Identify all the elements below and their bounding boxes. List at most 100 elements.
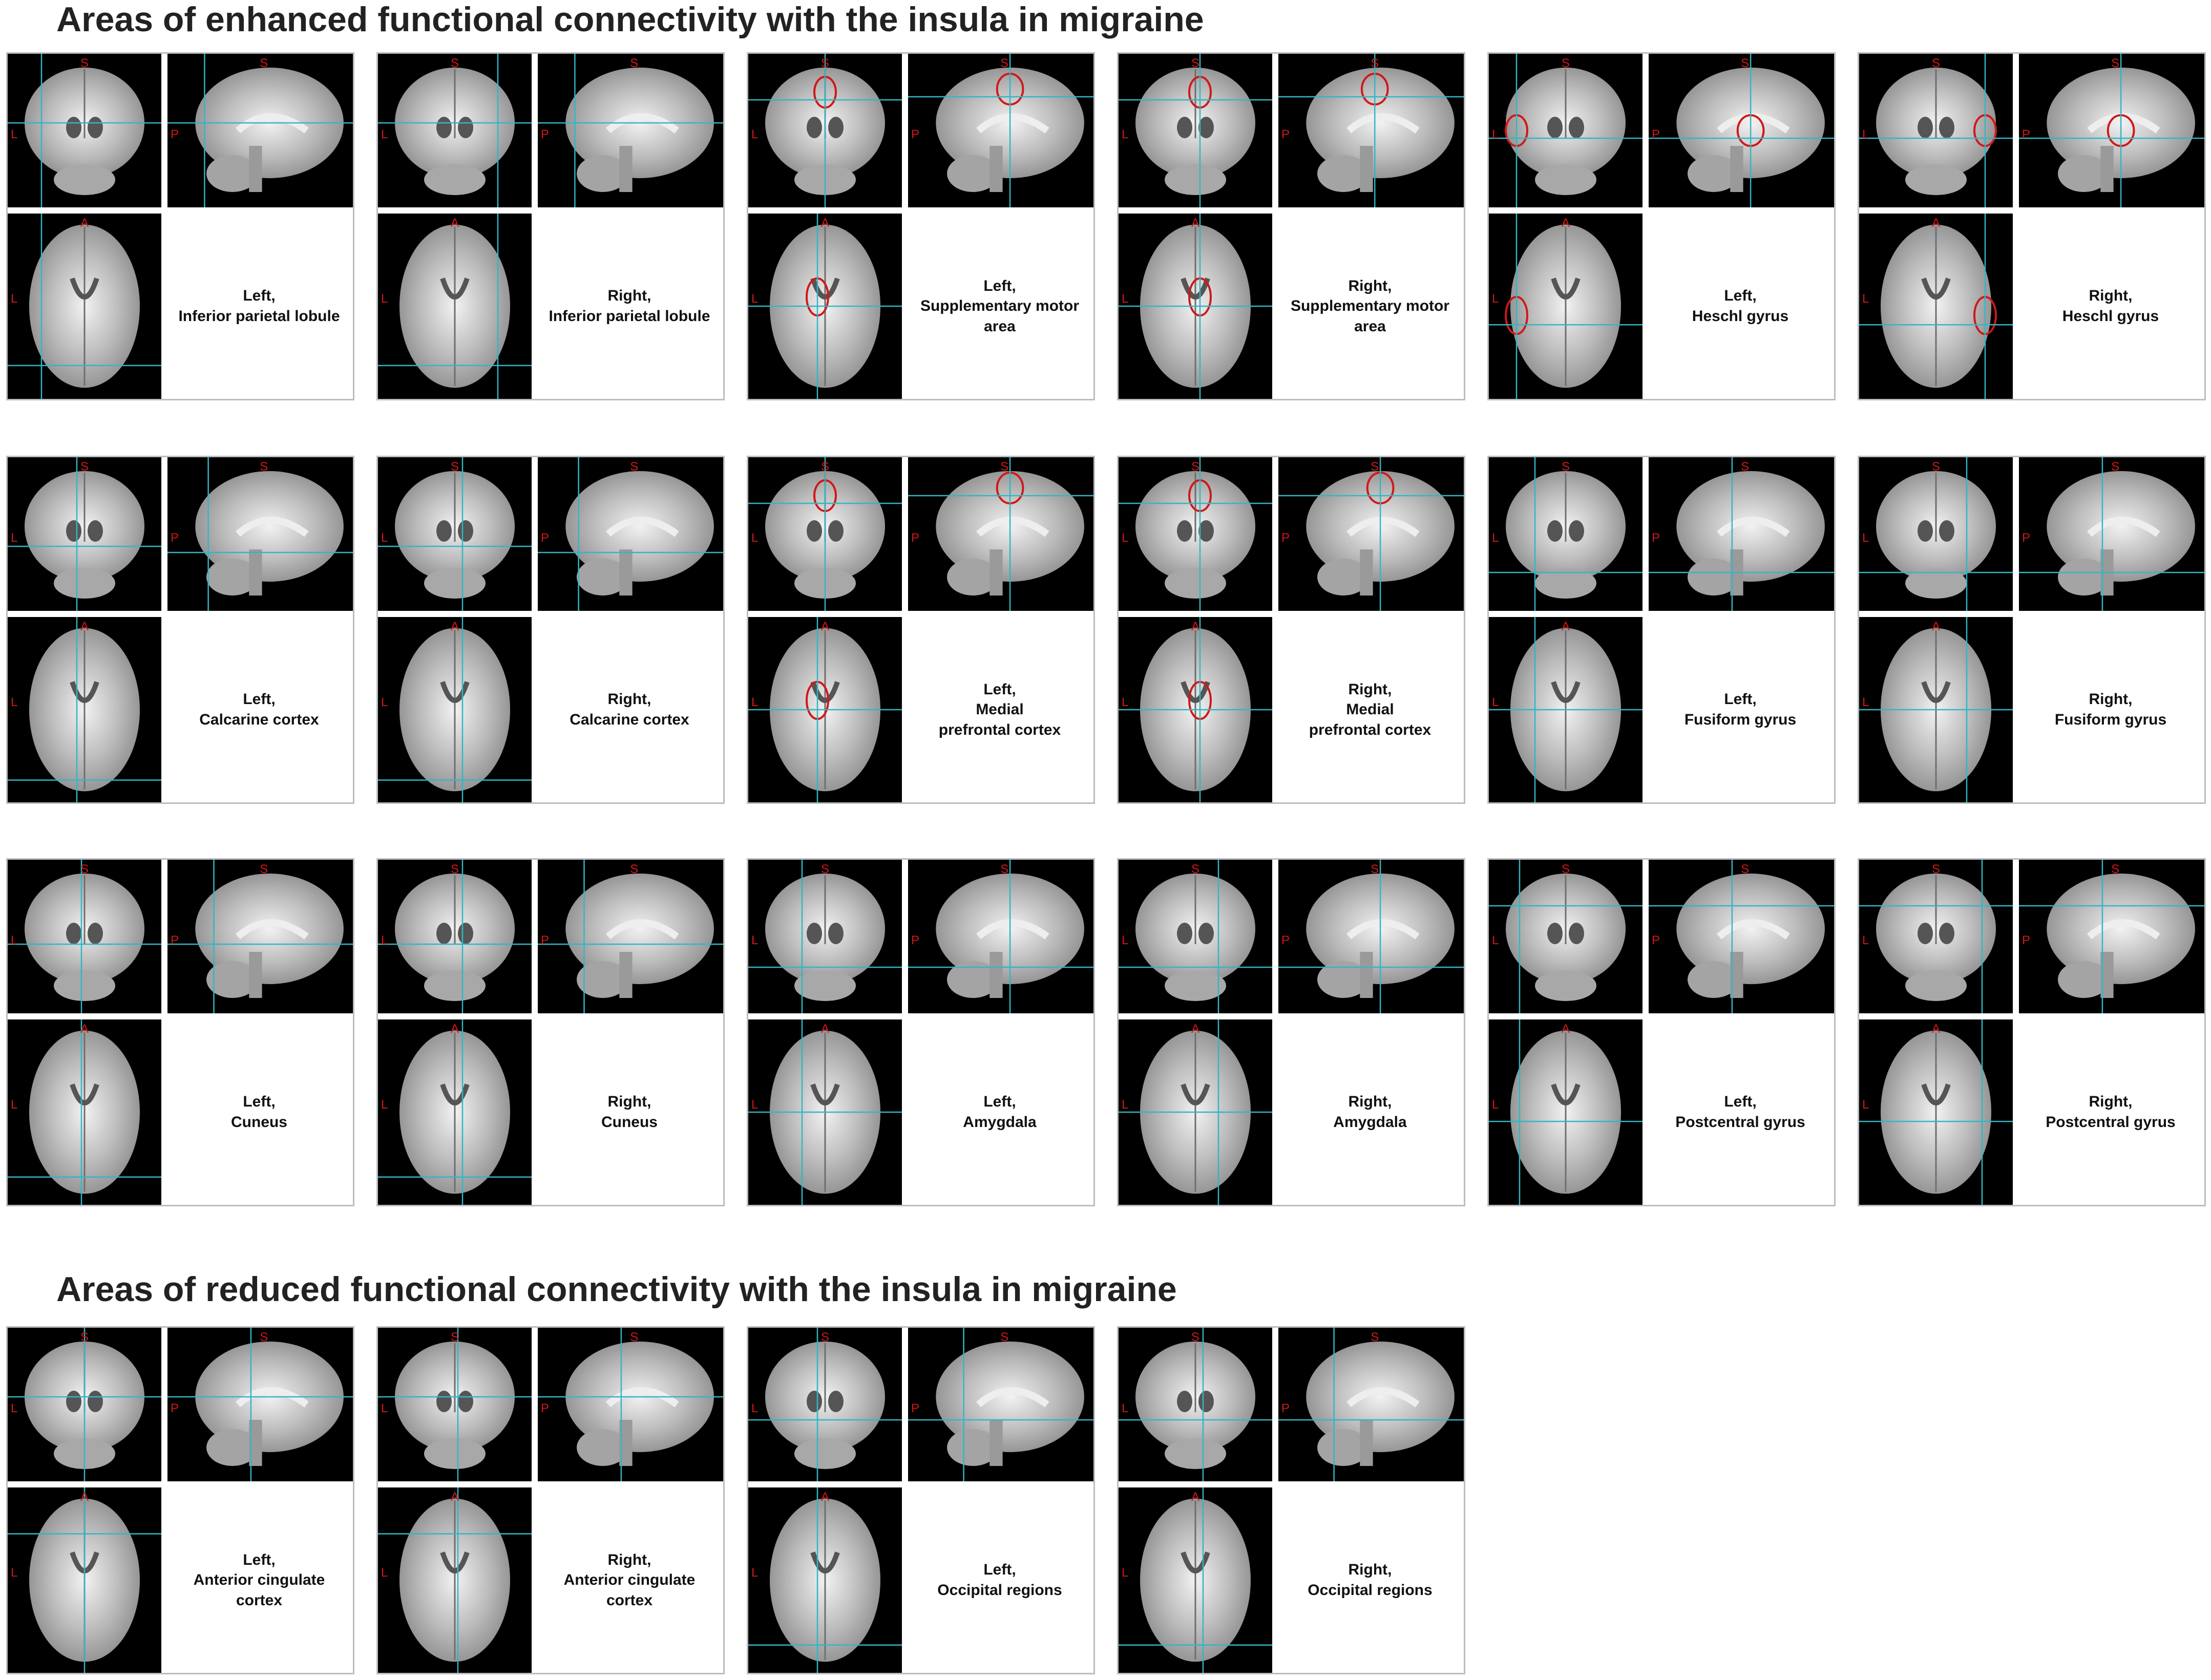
sagittal-view-image: SP xyxy=(538,457,723,611)
sagittal-view-image: SP xyxy=(908,457,1093,611)
axial-view-image: AL xyxy=(378,1019,532,1205)
brain-slice xyxy=(1676,471,1825,596)
brain-slice xyxy=(29,628,140,792)
coronal-view-image: SL xyxy=(1119,54,1272,207)
coronal-view-image: SL xyxy=(748,860,902,1013)
orientation-marker-side: P xyxy=(1652,531,1660,545)
brain-slice xyxy=(399,1030,510,1194)
orientation-marker-side: L xyxy=(11,292,17,306)
orientation-marker-side: L xyxy=(1492,531,1499,545)
orientation-marker-side: L xyxy=(1862,127,1869,141)
sagittal-view-image: SP xyxy=(167,860,353,1013)
orientation-marker-side: P xyxy=(171,127,179,141)
orientation-marker-side: L xyxy=(1862,933,1869,947)
region-label: Left,Amygdala xyxy=(904,1019,1095,1205)
sagittal-view-image: SP xyxy=(1278,54,1464,207)
orientation-marker-side: L xyxy=(1862,531,1869,545)
orientation-marker-side: L xyxy=(381,1566,388,1580)
brain-slice xyxy=(1306,68,1455,192)
orientation-marker-top: A xyxy=(451,216,459,230)
orientation-marker-side: L xyxy=(381,292,388,306)
orientation-marker-side: L xyxy=(1122,292,1128,306)
orientation-marker-side: L xyxy=(751,127,758,141)
brain-slice xyxy=(1881,1030,1991,1194)
region-side: Left, xyxy=(243,1551,276,1568)
region-name-line: Calcarine cortex xyxy=(199,711,319,728)
orientation-marker-side: L xyxy=(381,127,388,141)
orientation-marker-top: S xyxy=(630,862,638,876)
region-name-line: Fusiform gyrus xyxy=(2054,711,2167,728)
coronal-view-image: SL xyxy=(378,1328,532,1481)
region-side: Right, xyxy=(2089,691,2133,708)
region-name-line: Medial xyxy=(1346,701,1394,718)
orientation-marker-side: P xyxy=(171,933,179,947)
orientation-marker-top: S xyxy=(821,1330,829,1344)
region-side: Right, xyxy=(607,691,651,708)
region-name-line: Anterior cingulate xyxy=(193,1571,325,1589)
region-name-line: Inferior parietal lobule xyxy=(178,308,340,325)
sagittal-view-image: SP xyxy=(538,54,723,207)
brain-slice xyxy=(25,874,144,1001)
region-name-line: Amygdala xyxy=(1333,1114,1407,1131)
sagittal-view-image: SP xyxy=(1278,1328,1464,1481)
region-side: Right, xyxy=(607,1093,651,1111)
orientation-marker-side: L xyxy=(1862,1098,1869,1112)
orientation-marker-top: A xyxy=(451,620,459,633)
brain-slice xyxy=(1676,874,1825,998)
orientation-marker-side: P xyxy=(1281,127,1290,141)
sagittal-view-image: SP xyxy=(538,860,723,1013)
orientation-marker-side: P xyxy=(1652,127,1660,141)
orientation-marker-top: S xyxy=(451,862,459,876)
orientation-marker-side: L xyxy=(751,1401,758,1415)
axial-view-image: AL xyxy=(1489,617,1643,802)
orientation-marker-top: S xyxy=(80,56,89,70)
section-title-reduced: Areas of reduced functional connectivity… xyxy=(56,1270,1177,1309)
region-side: Left, xyxy=(243,1093,276,1111)
sagittal-view-image: SP xyxy=(1649,860,1834,1013)
orientation-marker-side: P xyxy=(2022,531,2030,545)
orientation-marker-side: L xyxy=(751,695,758,709)
region-label: Left,Occipital regions xyxy=(904,1487,1095,1673)
orientation-marker-top: S xyxy=(1932,56,1940,70)
brain-slice xyxy=(1135,1342,1255,1469)
orientation-marker-side: L xyxy=(1122,695,1128,709)
orientation-marker-top: S xyxy=(1000,862,1008,876)
region-name-line: Inferior parietal lobule xyxy=(549,308,710,325)
region-side: Right, xyxy=(607,287,651,305)
region-label: Right,Cuneus xyxy=(534,1019,725,1205)
axial-view-image: AL xyxy=(1859,1019,2013,1205)
orientation-marker-top: S xyxy=(1000,1330,1008,1344)
coronal-view-image: SL xyxy=(1489,457,1643,611)
region-name-line: area xyxy=(1354,317,1386,335)
region-name-line: Heschl gyrus xyxy=(2062,308,2159,325)
orientation-marker-side: L xyxy=(1122,531,1128,545)
brain-slice xyxy=(1876,68,1996,195)
